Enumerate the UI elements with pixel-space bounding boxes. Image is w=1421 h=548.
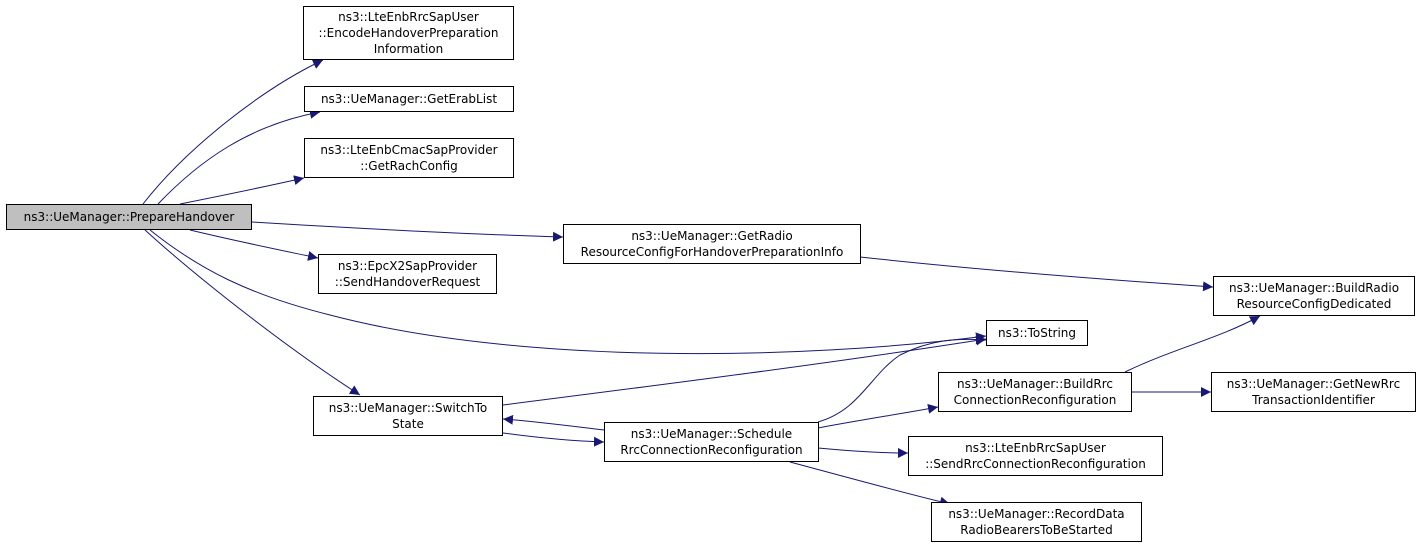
node-switch-to-state[interactable]: ns3::UeManager::SwitchTo State	[313, 396, 503, 436]
edge-preparehandover-geterablist	[157, 108, 321, 205]
edge-preparehandover-switchtostate	[144, 229, 361, 396]
node-prepare-handover[interactable]: ns3::UeManager::PrepareHandover	[6, 204, 252, 230]
edge-preparehandover-sendhandoverrequest	[189, 229, 319, 261]
edge-schedulerrc-tostring	[817, 334, 987, 423]
node-send-rrc-connection-reconfiguration[interactable]: ns3::LteEnbRrcSapUser ::SendRrcConnectio…	[908, 436, 1163, 476]
edge-preparehandover-getradioresourceconfig	[251, 221, 564, 242]
node-to-string[interactable]: ns3::ToString	[986, 320, 1088, 346]
node-send-handover-request[interactable]: ns3::EpcX2SapProvider ::SendHandoverRequ…	[318, 254, 497, 294]
edge-schedulerrc-sendrrc	[817, 447, 909, 458]
edge-switchtostate-schedulerrc	[502, 432, 605, 447]
node-get-erab-list[interactable]: ns3::UeManager::GetErabList	[304, 86, 514, 112]
edge-switchtostate-tostring	[502, 335, 987, 406]
node-encode-handover-preparation-information[interactable]: ns3::LteEnbRrcSapUser ::EncodeHandoverPr…	[303, 6, 514, 60]
edge-buildrrc-buildradioresourceconfig	[1124, 315, 1261, 373]
edge-schedulerrc-buildrrc	[817, 403, 939, 429]
edge-schedulerrc-switchtostate	[502, 414, 605, 431]
node-build-radio-resource-config-dedicated[interactable]: ns3::UeManager::BuildRadio ResourceConfi…	[1213, 276, 1415, 316]
edge-getradioresourceconfig-buildradioresourceconfig	[859, 256, 1214, 292]
node-schedule-rrc-connection-reconfiguration[interactable]: ns3::UeManager::Schedule RrcConnectionRe…	[604, 422, 819, 462]
edge-preparehandover-tostring	[149, 229, 987, 355]
node-get-rach-config[interactable]: ns3::LteEnbCmacSapProvider ::GetRachConf…	[304, 138, 514, 178]
edge-preparehandover-encodehandover	[142, 59, 324, 205]
node-get-radio-resource-config-for-handover[interactable]: ns3::UeManager::GetRadio ResourceConfigF…	[563, 224, 861, 264]
node-record-data-radio-bearers-to-be-started[interactable]: ns3::UeManager::RecordData RadioBearersT…	[931, 502, 1142, 542]
node-build-rrc-connection-reconfiguration[interactable]: ns3::UeManager::BuildRrc ConnectionRecon…	[938, 372, 1132, 412]
edge-preparehandover-getrachconfig	[179, 175, 305, 205]
node-get-new-rrc-transaction-identifier[interactable]: ns3::UeManager::GetNewRrc TransactionIde…	[1211, 372, 1416, 412]
edge-schedulerrc-recorddata	[789, 461, 951, 507]
